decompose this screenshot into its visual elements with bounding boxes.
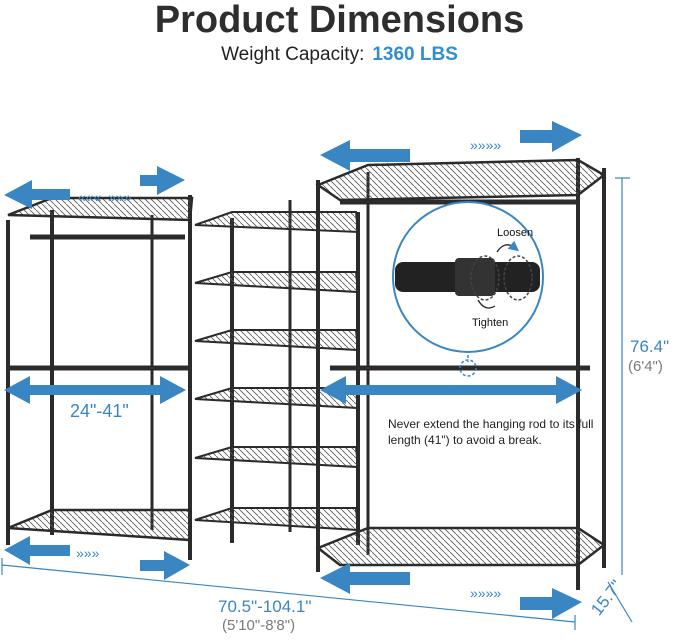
rod-callout bbox=[392, 201, 544, 377]
svg-text:»»»»: »»»» bbox=[470, 585, 501, 601]
capacity-label: Weight Capacity: bbox=[221, 44, 365, 65]
dimension-lines bbox=[1, 177, 633, 630]
height-imperial-label: (6'4") bbox=[628, 358, 663, 375]
svg-text:»»»: »»» bbox=[108, 189, 132, 205]
rod-width-label: 24"-41" bbox=[70, 401, 129, 421]
svg-text:»»»: »»» bbox=[76, 545, 100, 561]
capacity-value: 1360 LBS bbox=[372, 44, 458, 65]
height-label: 76.4" bbox=[630, 337, 670, 356]
svg-text:»»»»: »»»» bbox=[470, 137, 501, 153]
total-width-imperial-label: (5'10"-8'8") bbox=[222, 617, 296, 634]
total-width-label: 70.5"-104.1" bbox=[218, 597, 312, 616]
left-tower bbox=[6, 195, 194, 560]
svg-text:«««: ««« bbox=[78, 189, 102, 205]
middle-tower bbox=[194, 200, 360, 545]
loosen-label: Loosen bbox=[497, 227, 534, 239]
page-title: Product Dimensions bbox=[154, 0, 525, 41]
tighten-label: Tighten bbox=[472, 317, 509, 329]
right-tower bbox=[315, 158, 607, 590]
weight-capacity: Weight Capacity: 1360 LBS bbox=[0, 42, 679, 68]
dimension-arrows: ««« »»» »»» »»»» »»»» bbox=[4, 121, 582, 619]
warning-note: Never extend the hanging rod to its full… bbox=[388, 417, 594, 447]
